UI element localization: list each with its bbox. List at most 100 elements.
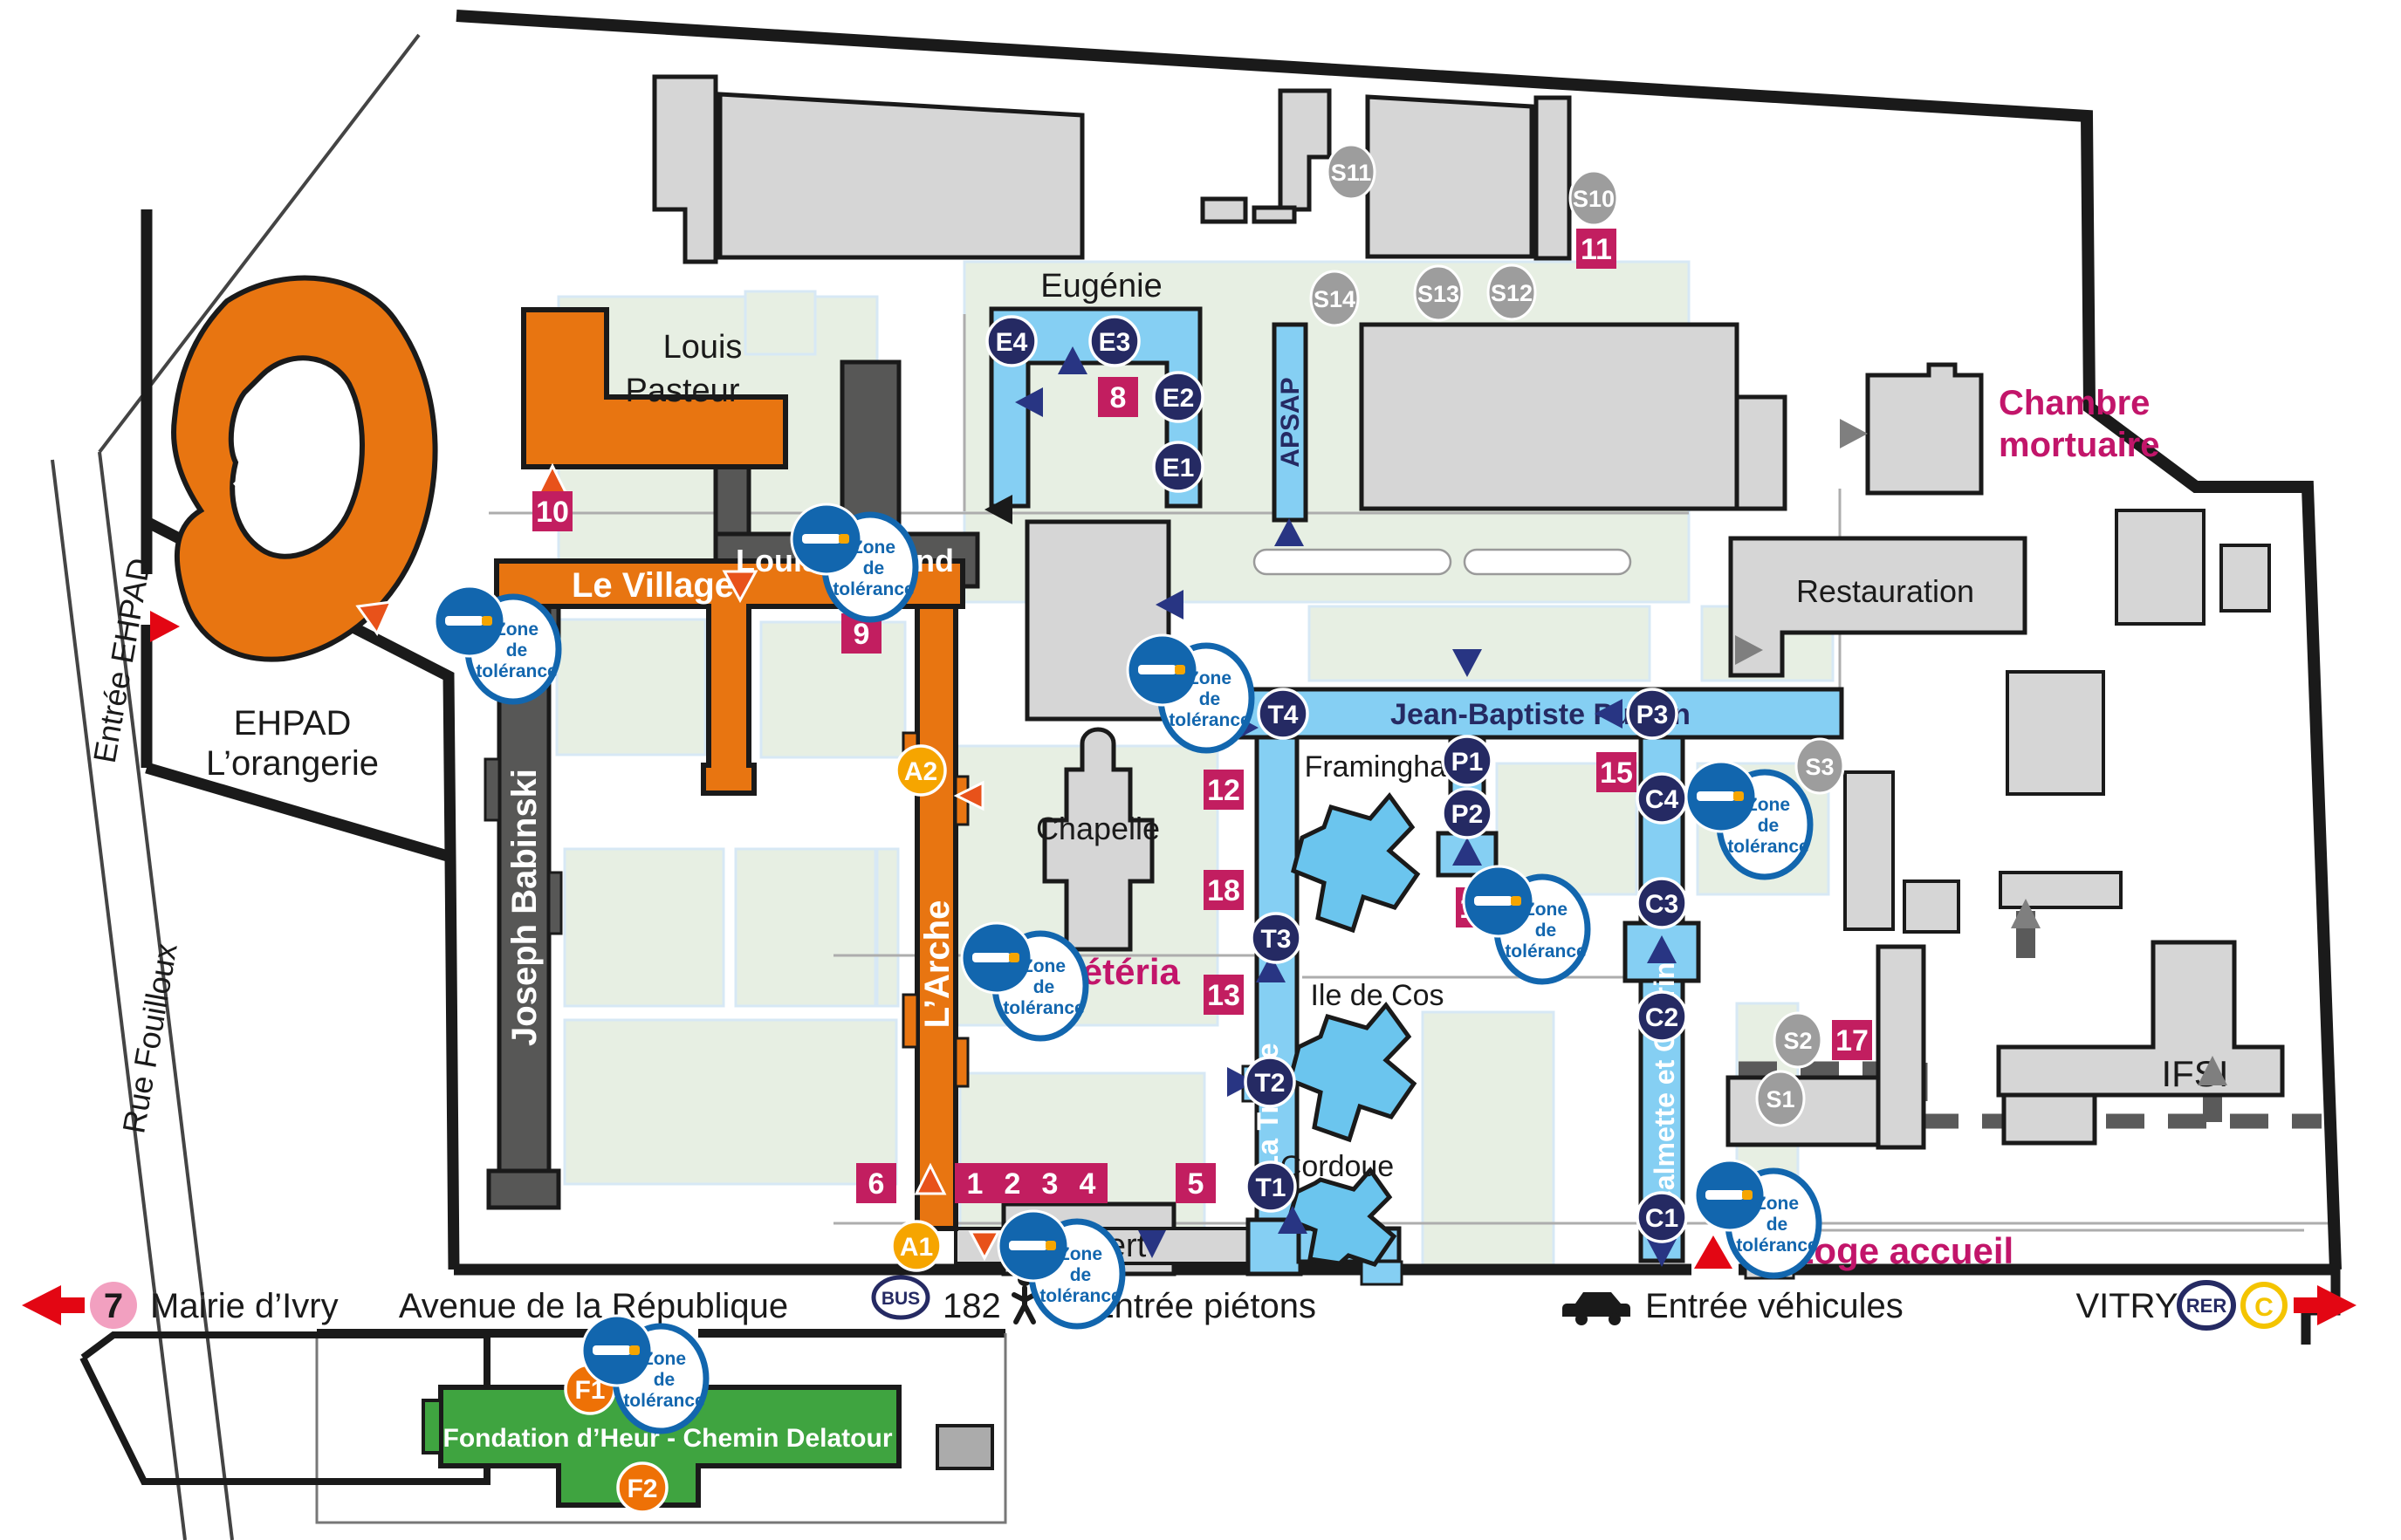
svg-text:P1: P1 <box>1451 748 1484 777</box>
room-marker-F2: F2 <box>616 1461 669 1514</box>
svg-text:Zone: Zone <box>1755 1194 1799 1214</box>
svg-text:Zone: Zone <box>1746 795 1790 815</box>
svg-text:9: 9 <box>854 618 870 651</box>
svg-text:T2: T2 <box>1254 1069 1285 1098</box>
svg-text:4: 4 <box>1080 1167 1096 1201</box>
arrow-down-c1 <box>1647 1239 1677 1267</box>
svg-text:P2: P2 <box>1451 800 1484 829</box>
svg-text:Zone: Zone <box>1022 956 1066 976</box>
rer-c-icon <box>2240 1282 2288 1329</box>
svg-text:3: 3 <box>1042 1167 1059 1201</box>
label-loge: Loge accueil <box>1792 1230 2013 1271</box>
room-marker-E1: E1 <box>1152 441 1204 493</box>
arrow-up-eugenie <box>1058 346 1087 374</box>
svg-text:S1: S1 <box>1766 1086 1794 1112</box>
svg-text:6: 6 <box>868 1167 885 1201</box>
point-marker-12: 12 <box>1204 770 1244 810</box>
label-pasteur-1: Louis <box>663 329 743 366</box>
label-orbe: L’Orbe <box>225 394 350 512</box>
arrow-left-a2 <box>953 780 984 811</box>
svg-text:C3: C3 <box>1645 890 1678 919</box>
gray-triangles <box>1735 419 2227 1085</box>
room-marker-T4: T4 <box>1257 688 1309 740</box>
svg-text:P3: P3 <box>1636 701 1669 729</box>
point-marker-18: 18 <box>1204 870 1244 910</box>
svg-text:S13: S13 <box>1417 281 1459 307</box>
point-marker-13: 13 <box>1204 975 1244 1015</box>
service-marker-S12: S12 <box>1486 264 1537 321</box>
svg-text:de: de <box>1535 921 1557 941</box>
arrow-up-apsap <box>1274 518 1304 546</box>
svg-text:de: de <box>506 640 528 660</box>
arrow-right-ehpad-entrance <box>150 611 180 642</box>
pietons-label: Entrée piétons <box>1091 1287 1316 1325</box>
label-ehpad-2: L’orangerie <box>206 744 379 783</box>
point-marker-6: 6 <box>856 1163 896 1203</box>
svg-text:5: 5 <box>1188 1167 1204 1201</box>
arrow-up-p <box>1452 838 1482 866</box>
arrow-up-vehicules <box>1694 1235 1732 1269</box>
svg-text:S11: S11 <box>1331 160 1372 186</box>
service-marker-S14: S14 <box>1309 270 1360 327</box>
service-marker-S10: S10 <box>1568 169 1619 227</box>
svg-text:Zone: Zone <box>1524 900 1568 920</box>
svg-text:tolérance: tolérance <box>623 1391 704 1411</box>
svg-text:S3: S3 <box>1805 754 1834 780</box>
service-marker-S1: S1 <box>1755 1070 1806 1127</box>
svg-text:de: de <box>654 1370 676 1390</box>
vehicules-label: Entrée véhicules <box>1645 1287 1904 1325</box>
svg-text:de: de <box>1199 689 1221 709</box>
bus-line-label: 182 <box>943 1287 1001 1325</box>
svg-text:12: 12 <box>1207 774 1240 807</box>
label-chapelle: Chapelle <box>1036 811 1160 846</box>
rer-c-label: C <box>2254 1293 2274 1322</box>
room-marker-C4: C4 <box>1636 772 1688 825</box>
label-apsap: APSAP <box>1276 377 1305 467</box>
svg-text:E2: E2 <box>1163 384 1195 413</box>
svg-text:A1: A1 <box>900 1233 933 1262</box>
vitry-label: VITRY <box>2075 1287 2178 1325</box>
svg-text:de: de <box>863 558 885 578</box>
room-marker-T1: T1 <box>1245 1160 1297 1213</box>
svg-text:S14: S14 <box>1314 286 1355 312</box>
svg-text:1: 1 <box>967 1167 984 1201</box>
svg-text:T3: T3 <box>1260 925 1291 954</box>
mairie-label: Mairie d’Ivry <box>150 1287 339 1325</box>
svg-text:S12: S12 <box>1491 280 1533 306</box>
label-iledecos: Ile de Cos <box>1310 979 1444 1012</box>
room-marker-A1: A1 <box>890 1220 943 1272</box>
svg-text:tolérance: tolérance <box>1003 998 1084 1018</box>
svg-text:tolérance: tolérance <box>833 579 914 599</box>
label-cordoue: Cordoue <box>1280 1150 1394 1183</box>
arrow-up-calmette <box>1647 935 1677 963</box>
parking-strips <box>1252 548 1632 576</box>
car-icon <box>1562 1292 1630 1325</box>
room-marker-P2: P2 <box>1441 787 1493 839</box>
svg-text:2: 2 <box>1005 1167 1021 1201</box>
service-marker-S13: S13 <box>1413 264 1464 322</box>
label-village: Le Village <box>572 566 734 605</box>
svg-text:tolérance: tolérance <box>476 661 557 681</box>
svg-text:Zone: Zone <box>1188 668 1231 688</box>
point-marker-11: 11 <box>1576 229 1616 269</box>
svg-text:T1: T1 <box>1255 1174 1286 1202</box>
avenue-label: Avenue de la République <box>399 1287 788 1325</box>
label-rue-fouilloux: Rue Fouilloux <box>115 941 184 1136</box>
svg-text:15: 15 <box>1600 756 1633 790</box>
arrow-left-p3 <box>1595 699 1622 729</box>
room-marker-T3: T3 <box>1250 912 1302 964</box>
svg-text:C2: C2 <box>1645 1003 1678 1032</box>
svg-text:E1: E1 <box>1163 454 1195 483</box>
orange-buildings <box>171 275 970 1231</box>
arrow-down-colbert <box>1138 1230 1166 1258</box>
svg-text:de: de <box>1033 977 1055 997</box>
svg-text:tolérance: tolérance <box>1505 941 1586 962</box>
